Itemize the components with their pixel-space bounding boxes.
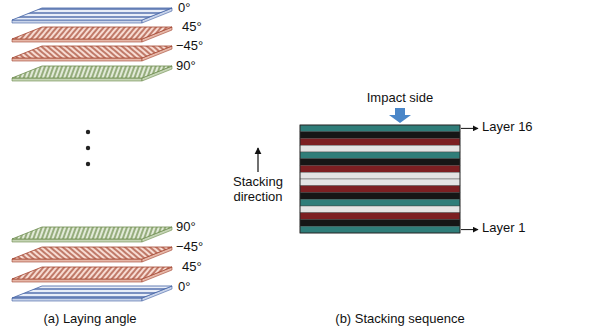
ply-face [12, 247, 172, 259]
layer-bar [300, 220, 460, 227]
impact-arrow [395, 108, 405, 115]
ellipsis-dot [86, 130, 90, 134]
laminate-outline [300, 125, 460, 233]
ply-edge [12, 39, 142, 42]
ellipsis-dot [86, 146, 90, 150]
ply-edge [12, 58, 142, 61]
ply-face [12, 286, 172, 298]
angle-label: 90° [176, 220, 196, 235]
ply-sheet [12, 27, 172, 42]
layer-bar [300, 206, 460, 213]
ply-face [12, 27, 172, 39]
ply-sheet [12, 247, 172, 262]
direction-label: Stacking direction [218, 175, 298, 205]
ply-sheet [12, 66, 172, 81]
direction-arrow [257, 148, 258, 172]
ellipsis-dot [86, 162, 90, 166]
layer-bar [300, 139, 460, 146]
layer-bar [300, 226, 460, 233]
leader-arrow [461, 128, 478, 129]
layer-bar [300, 166, 460, 173]
layer-label: Layer 16 [482, 120, 533, 135]
ply-face [12, 227, 172, 239]
ply-sheet [12, 286, 172, 301]
ply-edge [12, 298, 142, 301]
ply-edge [12, 20, 142, 23]
subfigure-caption: (a) Laying angle [0, 312, 180, 327]
angle-label: −45° [176, 39, 203, 54]
layer-bar [300, 179, 460, 186]
layer-bar [300, 159, 460, 166]
layer-bar [300, 132, 460, 139]
ply-edge [12, 78, 142, 81]
angle-label: 90° [176, 59, 196, 74]
angle-label: 45° [182, 20, 202, 35]
layer-label: Layer 1 [482, 221, 525, 236]
ply-sheet [12, 46, 172, 61]
impact-label: Impact side [340, 91, 460, 106]
angle-label: −45° [176, 240, 203, 255]
ply-face [12, 267, 172, 279]
ply-edge [12, 239, 142, 242]
layer-bar [300, 213, 460, 220]
ply-face [12, 66, 172, 78]
layer-bar [300, 145, 460, 152]
layer-bar [300, 193, 460, 200]
angle-label: 0° [178, 1, 190, 16]
layer-bar [300, 125, 460, 132]
ply-sheet [12, 267, 172, 282]
layer-bar [300, 152, 460, 159]
leader-arrow [461, 229, 478, 230]
ply-edge [12, 279, 142, 282]
subfigure-caption: (b) Stacking sequence [320, 312, 480, 327]
ply-edge [12, 259, 142, 262]
ply-sheet [12, 8, 172, 23]
ply-face [12, 8, 172, 20]
impact-arrow [389, 115, 411, 123]
ply-face [12, 46, 172, 58]
layer-bar [300, 199, 460, 206]
ply-sheet [12, 227, 172, 242]
angle-label: 0° [178, 280, 190, 295]
layer-bar [300, 172, 460, 179]
angle-label: 45° [182, 260, 202, 275]
layer-bar [300, 186, 460, 193]
